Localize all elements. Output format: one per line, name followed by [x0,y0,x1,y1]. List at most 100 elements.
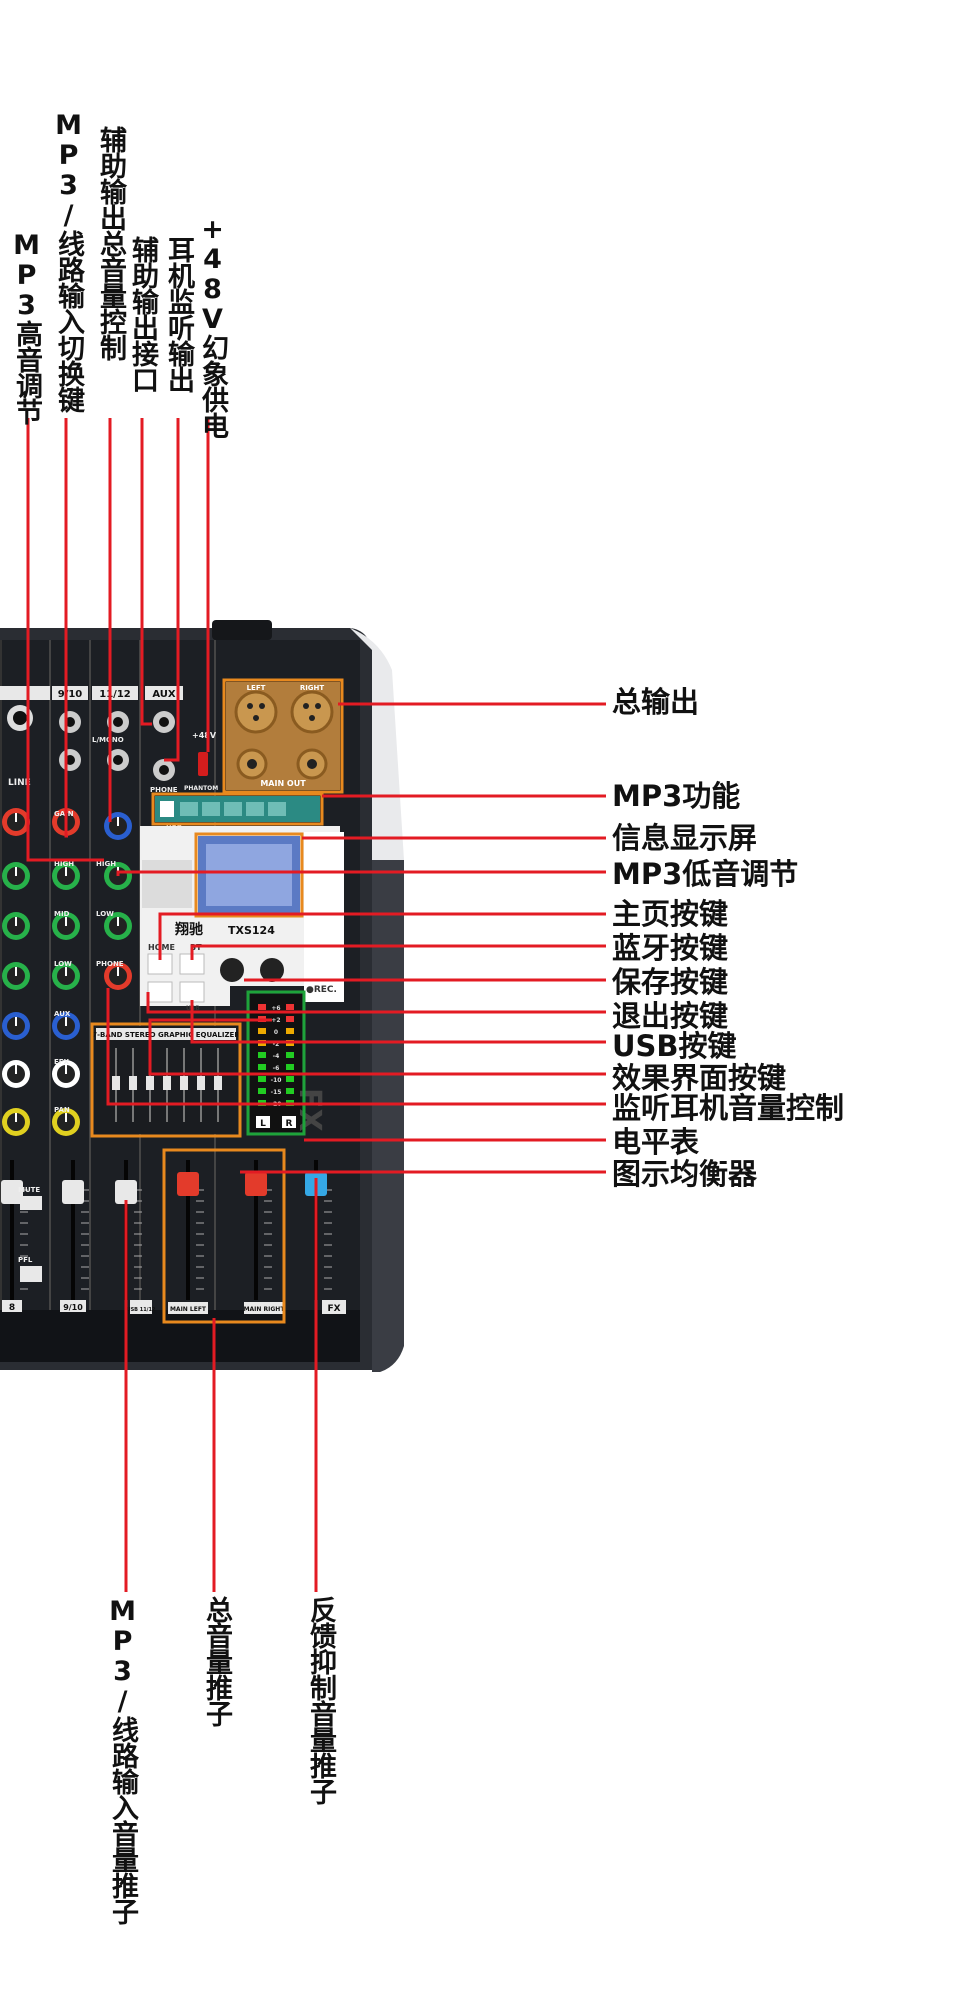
callout-line [158,912,606,960]
label-info-display: 信息显示屏 [612,821,758,855]
eq-slider-cap [180,1076,188,1090]
meter-mark: +6 [271,1005,280,1012]
fader-slot [10,1160,14,1300]
model-label: TXS124 [228,924,275,937]
fader-slot [254,1160,258,1300]
fader-label-8: 8 [9,1303,15,1313]
callout-line [64,418,68,838]
phantom-switch-label: PHANTOM [184,785,218,792]
label-mp3-line-fader: MP3/线路输入音量推子 [107,1596,138,1924]
highlight-boxes [90,678,344,1324]
meter-led-left [258,1004,266,1010]
label-graphic-eq: 图示均衡器 [612,1157,758,1191]
eq-slider-cap [197,1076,205,1090]
white-control-panel: 翔驰 TXS124 HOME BT USB ●REC. [140,826,344,1012]
callout-line [148,1018,606,1076]
label-mp3-treble: MP3高音调节 [11,230,42,424]
callout-line [164,418,180,762]
callout-line [190,944,606,960]
input-jacks: LINE L/MONO PHONE +48V PHANTOM [7,705,218,794]
label-usb-button: USB按键 [612,1029,737,1063]
label-effects-button: 效果界面按键 [612,1061,787,1095]
eq-title: 7-BAND STEREO GRAPHIC EQUALIZER [92,1031,240,1039]
rec-label: ●REC. [306,985,337,995]
fader-labels: 8 9/10 USB 11/12 MAIN LEFT MAIN RIGHT FX… [2,1088,346,1314]
mp3-high-label: HIGH [96,860,116,868]
mp3-phone-label: PHONE [96,960,124,968]
label-bluetooth-button: 蓝牙按键 [612,931,729,965]
callout-line [116,870,606,876]
eq-slider-cap [146,1076,154,1090]
label-feedback-fader: 反馈抑制音量推子 [305,1596,336,1804]
meter-led-right [286,1004,294,1010]
meter-mark: 0 [274,1029,278,1036]
exit-button[interactable] [147,981,173,1003]
label-level-meter: 电平表 [612,1125,700,1159]
label-mp3-line-switch: MP3/线路输入切换键 [53,110,84,412]
label-aux-master-volume: 辅助输出总音量控制 [95,126,126,360]
line-label: LINE [8,778,31,788]
channel-label-9-10: 9/10 [58,689,83,700]
aux-knob-label: AUX [54,1010,71,1018]
aux-header-label: AUX [152,689,176,700]
meter-led-left [258,1076,266,1082]
fx-side-label: FX [292,1088,327,1132]
callout-line [190,1000,606,1044]
low-label: LOW [54,960,72,968]
callout-lines [26,418,606,1592]
main-out-label: MAIN OUT [260,779,306,788]
fader-knob [177,1172,199,1196]
meter-mark: -2 [273,1041,280,1048]
usb-button[interactable] [179,981,205,1003]
pfl-label: PFL [18,1256,33,1264]
meter-led-right [286,1088,294,1094]
channel-label-11-12: 11/12 [99,689,131,700]
fader-knob [62,1180,84,1204]
fader-label-fx: FX [327,1304,340,1314]
effects-knob[interactable] [260,958,284,982]
meter-led-left [258,1052,266,1058]
mute-button [20,1196,42,1210]
label-phantom-power: +48V幻象供电 [197,214,228,438]
fader-label-usb: USB 11/12 [127,1307,156,1313]
brand-label: 翔驰 [174,921,203,938]
meter-led-right [286,1016,294,1022]
meter-led-left [258,1028,266,1034]
label-main-output: 总输出 [612,685,700,719]
meter-led-right [286,1076,294,1082]
label-mp3-function: MP3功能 [612,779,741,813]
knob-labels: GAIN HIGH MID LOW AUX EFX PAN HIGH LOW P… [54,810,124,1114]
fader-knob [115,1180,137,1204]
label-exit-button: 退出按键 [612,999,729,1033]
label-mp3-bass: MP3低音调节 [612,857,799,891]
callout-line [26,418,104,862]
graphic-equalizer: 7-BAND STEREO GRAPHIC EQUALIZER [92,1026,240,1134]
fader-slot [186,1160,190,1300]
phantom-switch [198,752,208,776]
fader-slot [71,1160,75,1300]
eq-slider-cap [112,1076,120,1090]
callout-line [146,992,606,1014]
meter-led-left [258,1088,266,1094]
meter-mark: -6 [273,1065,280,1072]
meter-led-left [258,1064,266,1070]
left-label: LEFT [247,684,266,692]
eq-slider-cap [163,1076,171,1090]
fader-label-main-left: MAIN LEFT [170,1306,207,1313]
meter-led-right [286,1052,294,1058]
mute-label: MUTE [18,1186,40,1194]
save-knob[interactable] [220,958,244,982]
callout-line [140,418,152,726]
label-headphone-volume: 监听耳机音量控制 [612,1091,845,1125]
pfl-button [20,1266,42,1282]
meter-mark: +2 [271,1017,280,1024]
meter-right-label: R [286,1119,293,1129]
gain-label: GAIN [54,810,74,818]
meter-mark: -10 [271,1077,282,1084]
eq-slider-cap [129,1076,137,1090]
label-headphone-output: 耳机监听输出 [163,236,194,392]
efx-label: EFX [54,1058,70,1066]
channel-headers: 9/10 11/12 AUX [0,686,183,700]
